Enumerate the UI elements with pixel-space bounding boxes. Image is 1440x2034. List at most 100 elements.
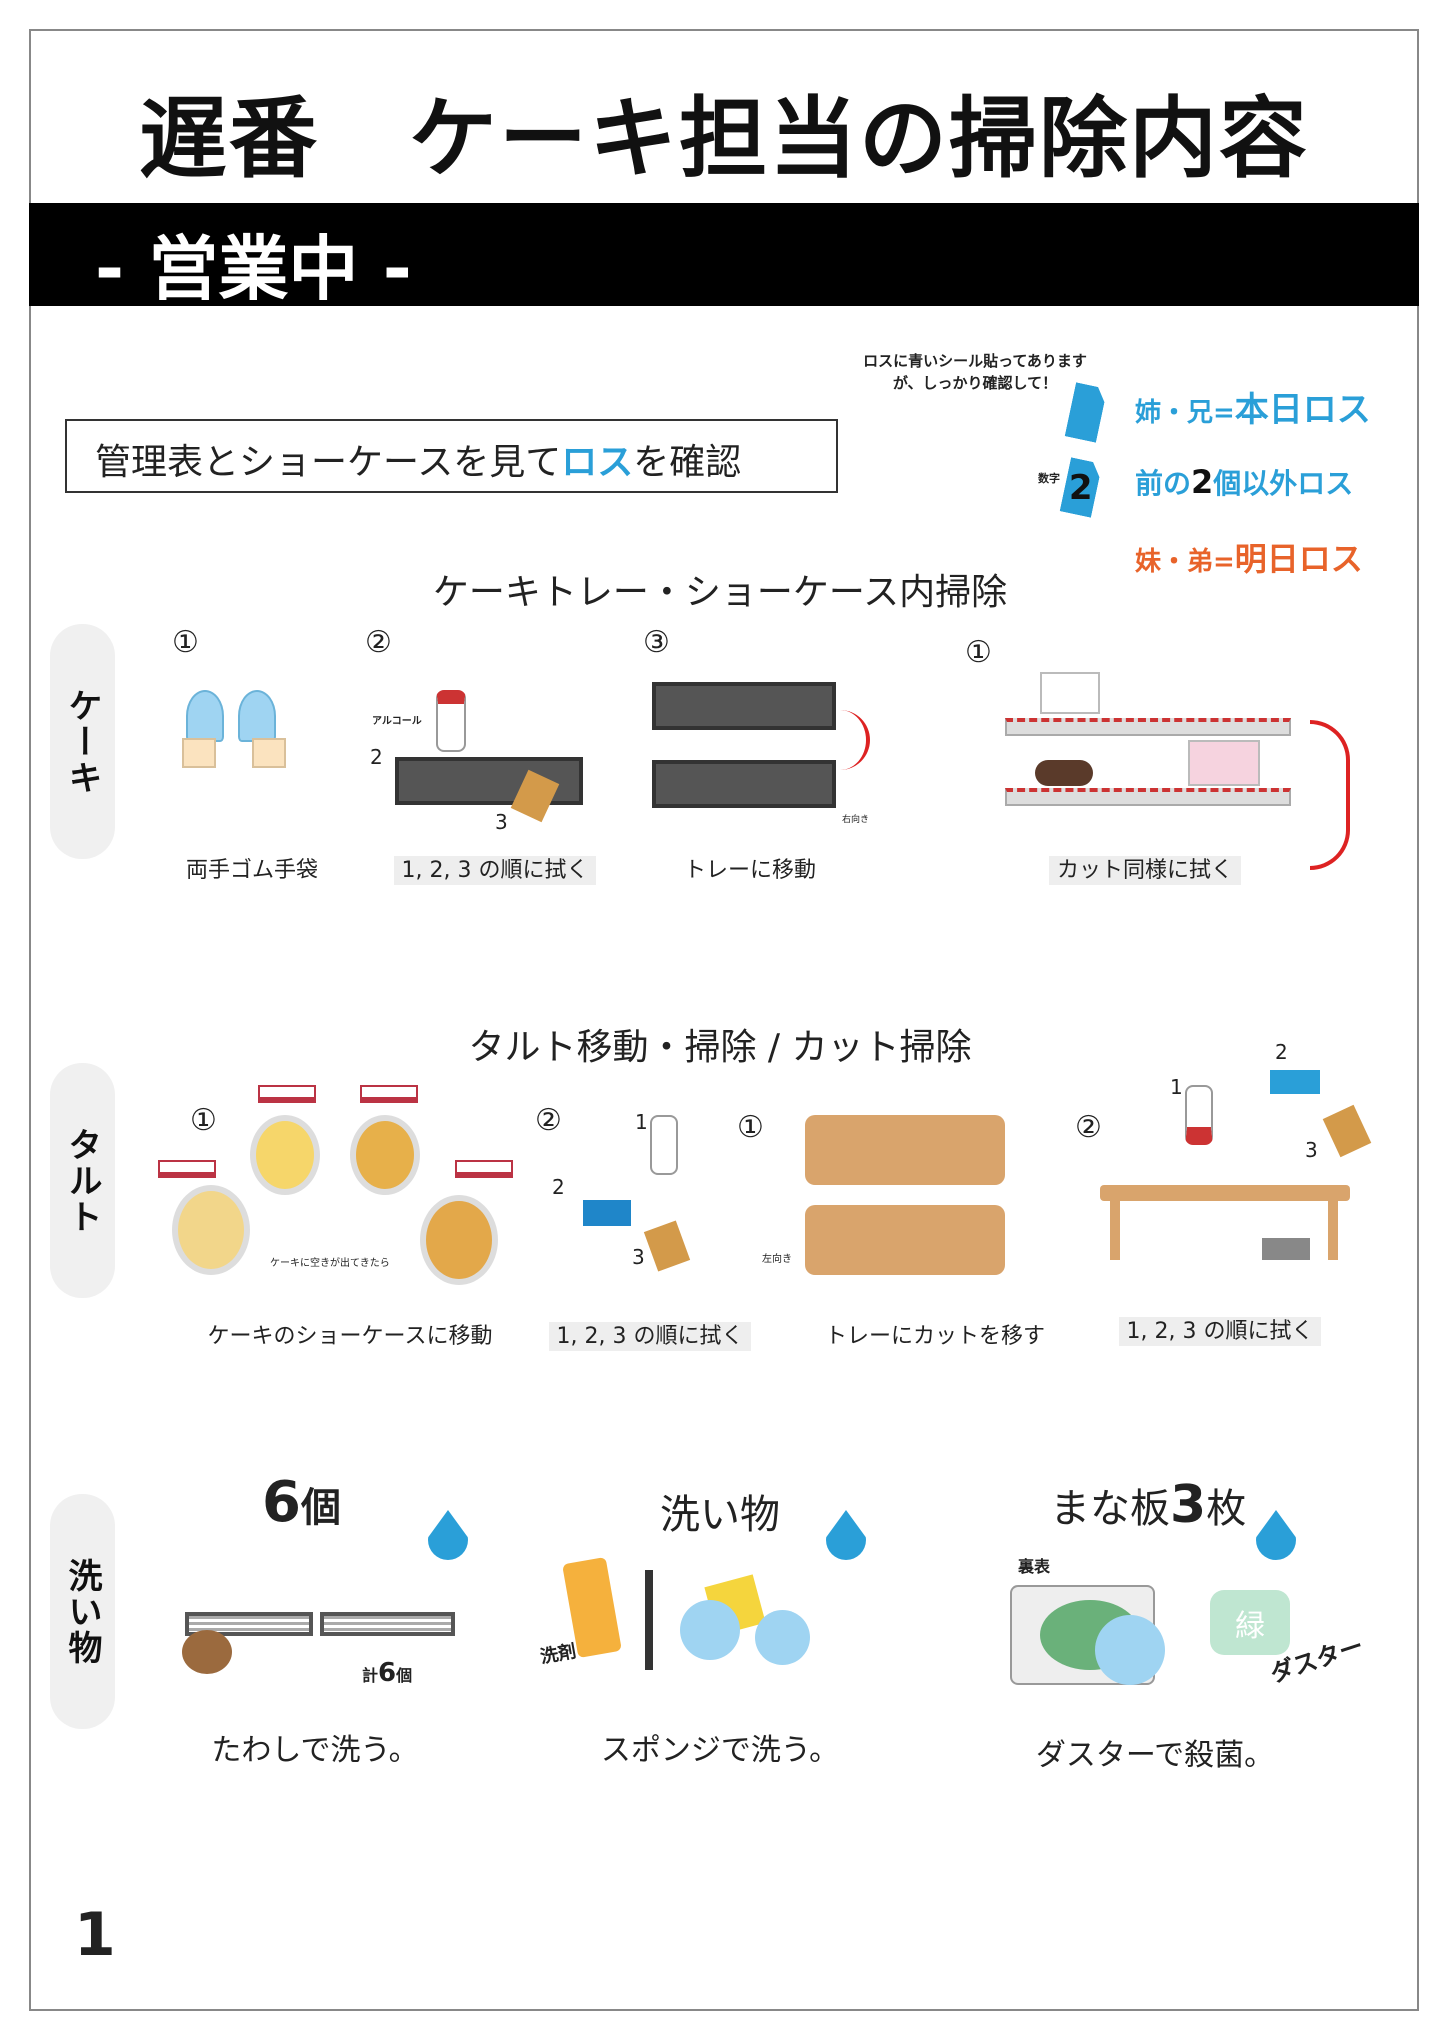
step-caption: 両手ゴム手袋 bbox=[185, 858, 318, 883]
wash-heading-3: まな板3枚 bbox=[1050, 1475, 1246, 1535]
step-number: ① bbox=[965, 635, 992, 670]
note-num: 6 bbox=[378, 1658, 397, 1688]
unit: 個 bbox=[300, 1485, 341, 1531]
knife-icon bbox=[645, 1570, 653, 1670]
mark: 2 bbox=[1275, 1040, 1288, 1064]
tray-wood-icon bbox=[805, 1205, 1005, 1275]
total-note: 計6個 bbox=[362, 1658, 412, 1688]
cake-icon bbox=[1040, 672, 1100, 714]
table-icon bbox=[1100, 1185, 1350, 1201]
glove-icon bbox=[186, 690, 224, 742]
tart-tab: タルト bbox=[50, 1063, 115, 1298]
tart-tab-label: タルト bbox=[62, 1126, 102, 1235]
cake-heading: ケーキトレー・ショーケース内掃除 bbox=[432, 572, 1008, 613]
mark: 3 bbox=[495, 810, 508, 834]
step-note: 左向き bbox=[762, 1254, 792, 1265]
unit: 枚 bbox=[1206, 1486, 1247, 1532]
tray-icon bbox=[395, 757, 583, 805]
price-card-icon bbox=[360, 1085, 418, 1103]
notice: ロスに青いシール貼ってありますが、しっかり確認して！ bbox=[820, 350, 1130, 394]
wash-tab-label: 洗い物 bbox=[62, 1557, 102, 1666]
alcohol-bottle-icon bbox=[436, 690, 466, 752]
glass-icon bbox=[1270, 1070, 1320, 1094]
wash-caption: スポンジで洗う。 bbox=[600, 1733, 840, 1768]
sticker-label: 数字 bbox=[1038, 472, 1060, 485]
page-title: 遅番 ケーキ担当の掃除内容 bbox=[138, 87, 1309, 190]
step-number: ① bbox=[190, 1103, 217, 1138]
price-card-icon bbox=[455, 1160, 513, 1178]
glove-cuff bbox=[182, 738, 216, 768]
step-caption: ケーキのショーケースに移動 bbox=[207, 1324, 493, 1349]
step-number: ② bbox=[365, 625, 392, 660]
page-frame bbox=[29, 29, 1419, 2011]
step-number: ③ bbox=[643, 625, 670, 660]
mark: 2 bbox=[370, 745, 383, 769]
wash-heading-1: 6個 bbox=[262, 1470, 341, 1535]
legend-prefix: 姉・兄= bbox=[1135, 398, 1235, 428]
step-number: ② bbox=[535, 1103, 562, 1138]
cake-tab-label: ケーキ bbox=[62, 687, 102, 796]
check-text: 管理表とショーケースを見て bbox=[95, 442, 562, 483]
tart-icon bbox=[420, 1195, 498, 1285]
page-number: 1 bbox=[74, 1900, 116, 1970]
bottle-label: アルコール bbox=[372, 716, 422, 727]
legend-today: 姉・兄=本日ロス bbox=[1135, 382, 1371, 431]
mark: 2 bbox=[552, 1175, 565, 1199]
heading-text: まな板 bbox=[1050, 1486, 1170, 1532]
step-caption: 1, 2, 3 の順に拭く bbox=[548, 1322, 752, 1351]
status-banner: - 営業中 - bbox=[29, 203, 1419, 310]
step-number: ① bbox=[737, 1110, 764, 1145]
shelf-icon bbox=[1005, 788, 1291, 806]
tray-icon bbox=[652, 682, 836, 730]
step-caption-wrap: 1, 2, 3 の順に拭く bbox=[1090, 1313, 1350, 1346]
red-arrow-icon bbox=[1310, 720, 1350, 870]
scrub-brush-icon bbox=[182, 1630, 232, 1674]
banner-text: - 営業中 - bbox=[95, 228, 412, 310]
step-caption-wrap: 1, 2, 3 の順に拭く bbox=[520, 1318, 780, 1351]
legend-number: 前の2個以外ロス bbox=[1135, 462, 1353, 502]
wash-caption: たわしで洗う。 bbox=[211, 1733, 419, 1768]
check-text-after: を確認 bbox=[633, 442, 742, 483]
spray-bottle-icon bbox=[650, 1115, 678, 1175]
step-caption: 1, 2, 3 の順に拭く bbox=[1118, 1317, 1322, 1346]
glove-hand-icon bbox=[755, 1610, 810, 1665]
shelf-icon bbox=[1005, 718, 1291, 736]
wash-caption: ダスターで殺菌。 bbox=[1035, 1738, 1275, 1773]
step-caption: トレーにカットを移す bbox=[824, 1324, 1045, 1349]
cake-tab: ケーキ bbox=[50, 624, 115, 859]
mark: 1 bbox=[635, 1110, 648, 1134]
step-note: 右向き bbox=[842, 815, 870, 825]
glove-cuff bbox=[252, 738, 286, 768]
notice-line1: ロスに青いシール貼ってあります bbox=[863, 352, 1087, 370]
roll-cake-icon bbox=[1035, 760, 1093, 786]
alcohol-bottle-icon bbox=[1185, 1085, 1213, 1145]
glass-icon bbox=[583, 1200, 631, 1226]
mark: 3 bbox=[632, 1245, 645, 1269]
mark: 3 bbox=[1305, 1138, 1318, 1162]
step-note: ケーキに空きが出てきたら bbox=[270, 1258, 390, 1269]
board-label: 裏表 bbox=[1018, 1557, 1051, 1576]
price-card-icon bbox=[158, 1160, 216, 1178]
price-card-icon bbox=[258, 1085, 316, 1103]
wash-heading-2: 洗い物 bbox=[660, 1492, 780, 1538]
step-caption: トレーに移動 bbox=[683, 858, 816, 883]
notice-line2: が、しっかり確認して！ bbox=[892, 374, 1058, 392]
glove-hand-icon bbox=[1095, 1615, 1165, 1685]
step-caption-wrap: カット同様に拭く bbox=[1015, 852, 1275, 885]
tart-icon bbox=[172, 1185, 250, 1275]
legend-value: 明日ロス bbox=[1234, 540, 1363, 578]
tray-wood-icon bbox=[805, 1115, 1005, 1185]
legend-prefix: 妹・弟= bbox=[1135, 547, 1235, 577]
duster-bottle-icon: 緑 bbox=[1210, 1590, 1290, 1655]
tray-icon bbox=[652, 760, 836, 808]
red-arrow-icon bbox=[840, 710, 870, 770]
table-leg bbox=[1328, 1200, 1338, 1260]
note-prefix: 計 bbox=[362, 1666, 379, 1685]
legend-num: 2 bbox=[1191, 463, 1214, 501]
tart-icon bbox=[250, 1115, 320, 1195]
wash-tab: 洗い物 bbox=[50, 1494, 115, 1729]
cake-icon bbox=[1188, 740, 1260, 786]
check-highlight: ロス bbox=[561, 442, 634, 483]
count: 3 bbox=[1170, 1475, 1207, 1535]
check-instruction-box: 管理表とショーケースを見てロスを確認 bbox=[65, 419, 838, 493]
